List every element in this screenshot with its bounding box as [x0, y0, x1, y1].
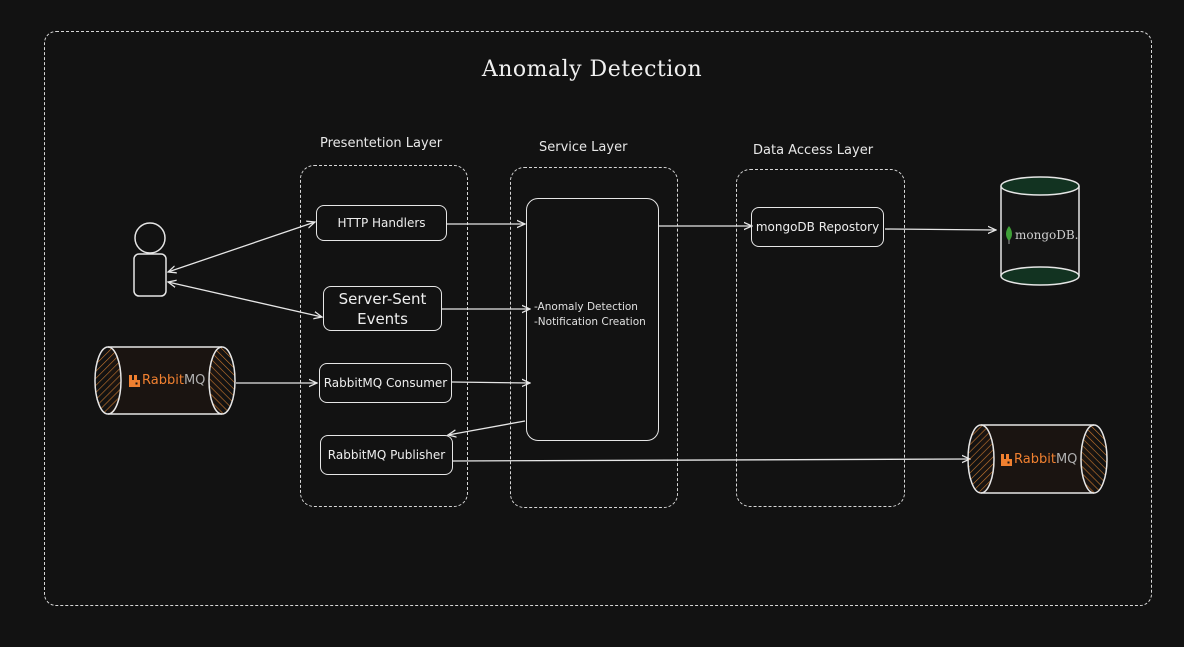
rabbitmq-consumer-box[interactable]: RabbitMQ Consumer — [319, 363, 452, 403]
rabbitmq-consumer-label: RabbitMQ Consumer — [323, 376, 448, 390]
user-sse-arrow — [168, 282, 322, 317]
http-handlers-box[interactable]: HTTP Handlers — [316, 205, 447, 241]
presentation-layer-label: Presentetion Layer — [320, 136, 443, 151]
publisher-rabbit-arrow — [452, 459, 970, 461]
mongodb-logo: mongoDB. — [1005, 226, 1079, 244]
data-access-layer — [736, 169, 905, 507]
mongodb-cylinder — [1000, 176, 1080, 286]
data-access-layer-label: Data Access Layer — [753, 143, 874, 158]
rabbitmq-right-brand: Rabbit — [1014, 452, 1056, 467]
service-item-notification-creation: -Notification Creation — [534, 316, 646, 328]
diagram-title: Anomaly Detection — [481, 57, 703, 82]
server-sent-events-box[interactable]: Server-Sent Events — [323, 286, 442, 331]
http-handlers-label: HTTP Handlers — [337, 216, 426, 230]
repo-mongo-arrow — [884, 229, 996, 230]
service-layer-label: Service Layer — [539, 140, 628, 155]
rabbitmq-left-cylinder — [94, 346, 236, 415]
user-icon — [133, 222, 167, 297]
presentation-layer — [300, 165, 468, 507]
rabbitmq-publisher-label: RabbitMQ Publisher — [327, 448, 446, 462]
rabbitmq-icon — [129, 374, 140, 387]
service-item-anomaly-detection: -Anomaly Detection — [534, 301, 638, 313]
service-box[interactable] — [526, 198, 659, 441]
outer-frame — [44, 31, 1152, 606]
mongodb-repository-label: mongoDB Repostory — [755, 220, 880, 234]
user-http-arrow — [168, 222, 315, 272]
mongodb-repository-box[interactable]: mongoDB Repostory — [751, 207, 884, 247]
service-layer — [510, 167, 678, 508]
rabbitmq-left-suffix: MQ — [183, 373, 206, 388]
rabbitmq-icon — [1001, 453, 1012, 466]
consumer-service-arrow — [451, 382, 530, 383]
rabbitmq-right-cylinder — [967, 424, 1108, 494]
sse-label-line2: Events — [357, 309, 408, 328]
mongodb-leaf-icon — [1006, 226, 1012, 244]
service-publisher-arrow — [448, 420, 526, 435]
rabbitmq-left-brand: Rabbit — [142, 373, 184, 388]
rabbitmq-right-suffix: MQ — [1055, 452, 1078, 467]
rabbitmq-publisher-box[interactable]: RabbitMQ Publisher — [320, 435, 453, 475]
mongodb-label: mongoDB. — [1015, 228, 1079, 242]
sse-label-line1: Server-Sent — [338, 289, 427, 308]
